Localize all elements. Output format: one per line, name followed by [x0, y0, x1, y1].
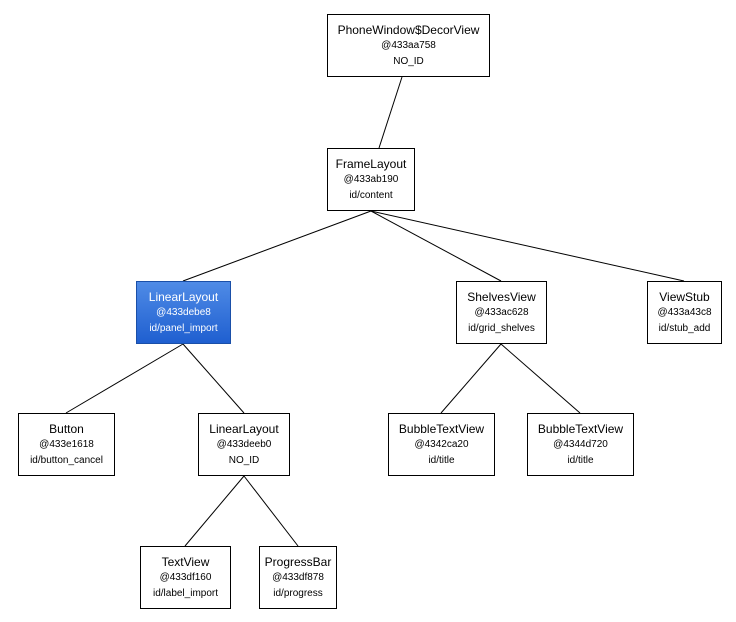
- node-class-name: Button: [49, 421, 84, 436]
- node-hash: @433df160: [159, 571, 212, 583]
- node-hash: @4342ca20: [414, 438, 469, 450]
- node-hash: @433a43c8: [657, 306, 712, 318]
- node-view-id: id/grid_shelves: [468, 322, 535, 334]
- node-class-name: LinearLayout: [209, 421, 279, 436]
- node-bubbletextview-2[interactable]: BubbleTextView @4344d720 id/title: [527, 413, 634, 476]
- node-linearlayout-no-id[interactable]: LinearLayout @433deeb0 NO_ID: [198, 413, 290, 476]
- node-viewstub[interactable]: ViewStub @433a43c8 id/stub_add: [647, 281, 722, 344]
- node-view-id: id/progress: [273, 587, 323, 599]
- node-shelvesview[interactable]: ShelvesView @433ac628 id/grid_shelves: [456, 281, 547, 344]
- edge-shelves-bubble1: [440, 343, 502, 414]
- node-class-name: ProgressBar: [264, 554, 332, 569]
- node-textview[interactable]: TextView @433df160 id/label_import: [140, 546, 231, 609]
- node-view-id: id/button_cancel: [30, 454, 103, 466]
- edge-linear1-linear2: [182, 343, 245, 414]
- node-class-name: FrameLayout: [335, 156, 407, 171]
- node-view-id: id/title: [428, 454, 455, 466]
- node-linearlayout-panel-import[interactable]: LinearLayout @433debe8 id/panel_import: [136, 281, 231, 344]
- edge-shelves-bubble2: [500, 343, 581, 414]
- node-progressbar[interactable]: ProgressBar @433df878 id/progress: [259, 546, 337, 609]
- edge-linear2-text: [184, 475, 245, 547]
- node-hash: @433ac628: [474, 306, 529, 318]
- node-bubbletextview-1[interactable]: BubbleTextView @4342ca20 id/title: [388, 413, 495, 476]
- node-class-name: ShelvesView: [467, 289, 536, 304]
- edge-frame-linear1: [182, 210, 372, 282]
- node-class-name: LinearLayout: [148, 289, 219, 304]
- node-view-id: id/label_import: [152, 587, 219, 599]
- node-view-id: id/panel_import: [149, 322, 218, 334]
- edge-linear2-progress: [243, 475, 299, 547]
- node-class-name: TextView: [161, 554, 210, 569]
- node-class-name: ViewStub: [659, 289, 710, 304]
- node-hash: @433df878: [272, 571, 324, 583]
- node-phonewindow-decorview[interactable]: PhoneWindow$DecorView @433aa758 NO_ID: [327, 14, 490, 77]
- edge-frame-shelves: [370, 210, 502, 282]
- node-hash: @433deeb0: [216, 438, 272, 450]
- edge-linear1-button: [65, 343, 184, 414]
- node-view-id: NO_ID: [228, 454, 260, 466]
- node-framelayout[interactable]: FrameLayout @433ab190 id/content: [327, 148, 415, 211]
- edge-decor-frame: [378, 76, 403, 149]
- node-hash: @4344d720: [553, 438, 608, 450]
- node-class-name: BubbleTextView: [398, 421, 485, 436]
- node-view-id: id/content: [349, 189, 393, 201]
- node-hash: @433ab190: [343, 173, 399, 185]
- node-class-name: PhoneWindow$DecorView: [337, 22, 480, 37]
- node-hash: @433aa758: [381, 39, 436, 51]
- node-view-id: NO_ID: [393, 55, 424, 67]
- node-hash: @433e1618: [39, 438, 94, 450]
- edge-frame-stub: [370, 210, 685, 282]
- node-button[interactable]: Button @433e1618 id/button_cancel: [18, 413, 115, 476]
- node-view-id: id/stub_add: [658, 322, 711, 334]
- node-hash: @433debe8: [156, 306, 211, 318]
- node-class-name: BubbleTextView: [537, 421, 624, 436]
- node-view-id: id/title: [567, 454, 594, 466]
